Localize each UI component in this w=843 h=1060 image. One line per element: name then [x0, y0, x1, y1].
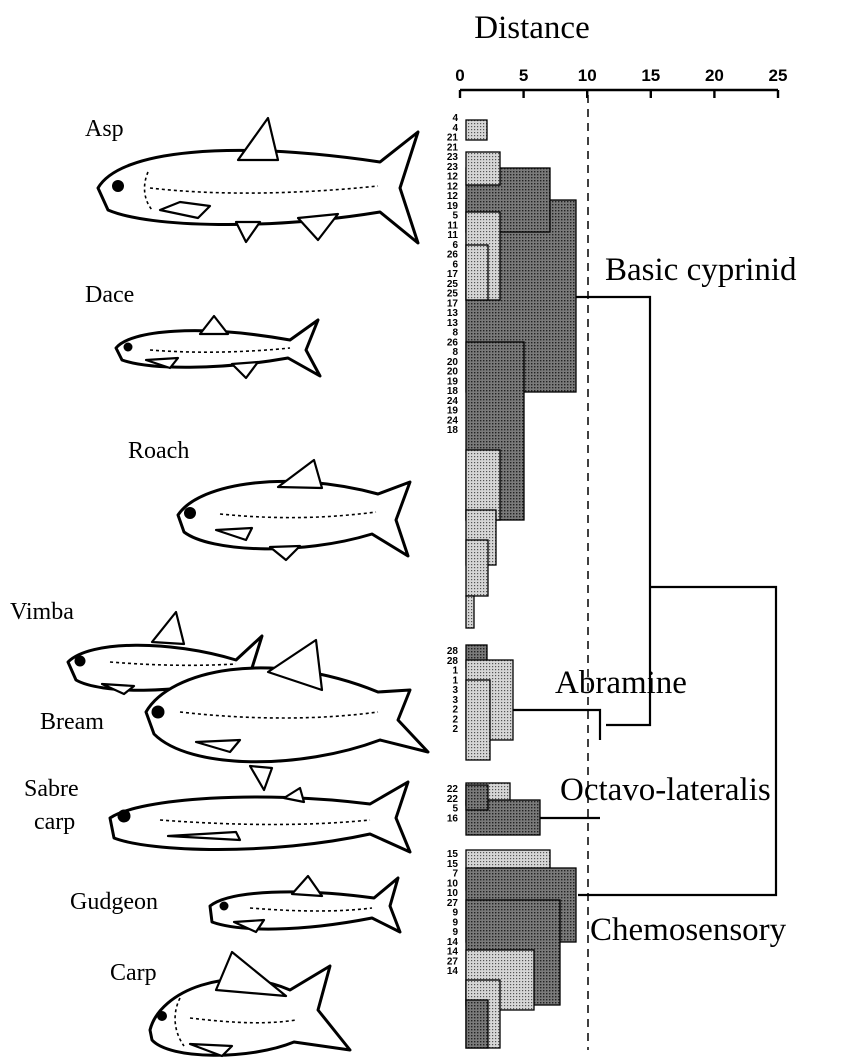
cluster-block [466, 596, 474, 628]
cluster-block [466, 680, 490, 760]
cluster-block [466, 120, 487, 140]
fish-label-roach: Roach [128, 438, 189, 464]
fish-label-carp: Carp [110, 960, 157, 986]
cluster-block [466, 245, 488, 300]
roach-fish-illustration [178, 460, 410, 560]
fish-label-dace: Dace [85, 282, 134, 308]
axis-tick-label: 5 [519, 66, 528, 85]
fish-label-sabre: Sabre [24, 776, 79, 802]
axis-title: Distance [474, 10, 589, 46]
leaf-label: 2 [452, 724, 458, 735]
fish-label-gudgeon: Gudgeon [70, 889, 158, 915]
cluster-label-basic: Basic cyprinid [605, 252, 797, 288]
distance-axis: 0 5 10 15 20 25 [455, 66, 787, 98]
cluster-block [466, 1000, 488, 1048]
dendrogram-blocks [466, 120, 576, 1048]
carp-fish-illustration [150, 952, 350, 1056]
fish-label-asp: Asp [85, 116, 124, 142]
dace-fish-illustration [116, 316, 320, 378]
axis-tick-label: 20 [705, 66, 724, 85]
cluster-label-abramine: Abramine [555, 665, 687, 701]
cluster-label-chemo: Chemosensory [590, 912, 787, 948]
axis-tick-label: 25 [769, 66, 788, 85]
asp-fish-illustration [98, 118, 418, 243]
cluster-label-octavo: Octavo-lateralis [560, 772, 771, 808]
fish-label-carp-2: carp [34, 809, 75, 835]
sabre-carp-fish-illustration [110, 782, 410, 852]
leaf-label: 16 [447, 813, 459, 824]
leaf-label: 18 [447, 425, 459, 436]
leaf-label: 14 [447, 966, 459, 977]
gudgeon-fish-illustration [210, 876, 400, 932]
leaf-labels: 4421212323121212195111162661725251713138… [447, 113, 459, 977]
axis-tick-label: 0 [455, 66, 464, 85]
cluster-block [466, 785, 488, 810]
fish-label-bream: Bream [40, 709, 104, 735]
axis-tick-label: 15 [641, 66, 660, 85]
fish-label-vimba: Vimba [10, 599, 74, 625]
axis-tick-label: 10 [578, 66, 597, 85]
cluster-block [466, 540, 488, 596]
cluster-block [466, 152, 500, 185]
